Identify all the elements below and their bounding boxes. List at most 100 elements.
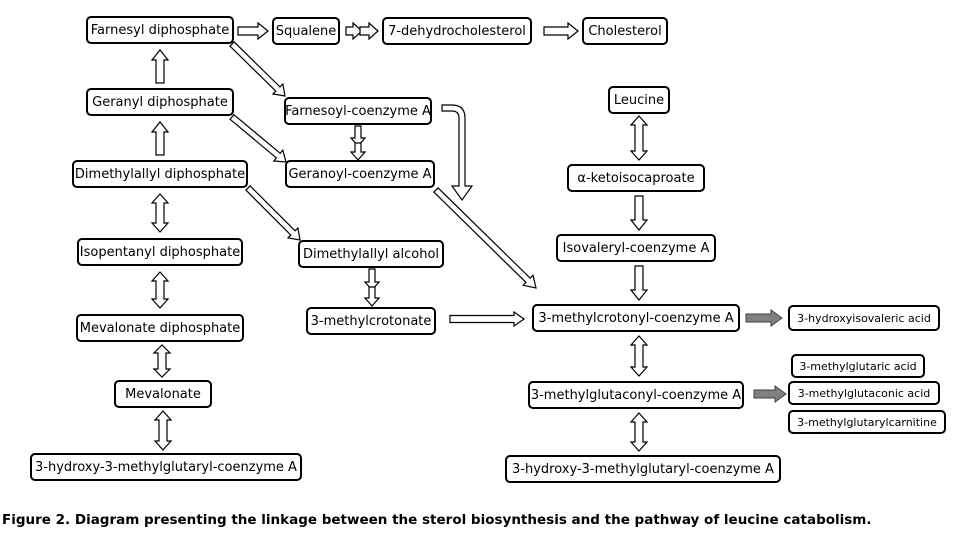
node-methylglutaric-acid: 3-methylglutaric acid bbox=[791, 354, 925, 378]
node-leucine: Leucine bbox=[608, 86, 670, 114]
arrow-to-methylcrotonyl-diagonal bbox=[433, 187, 537, 289]
node-label: Cholesterol bbox=[588, 24, 661, 39]
node-label: Farnesoyl-coenzyme A bbox=[285, 104, 431, 119]
arrow-dmapp-ipp bbox=[150, 193, 170, 233]
node-label: 3-methylglutarylcarnitine bbox=[797, 416, 937, 429]
node-geranoyl-coa: Geranoyl-coenzyme A bbox=[285, 160, 435, 188]
node-label: 3-methylcrotonate bbox=[311, 314, 432, 329]
node-farnesyl-diphosphate: Farnesyl diphosphate bbox=[86, 16, 234, 44]
arrow-crotonate-to-methylcrotonyl bbox=[449, 310, 526, 328]
node-box bbox=[306, 307, 436, 335]
node-box bbox=[608, 86, 670, 114]
node-label: 3-methylglutaconyl-coenzyme A bbox=[531, 388, 741, 403]
node-box bbox=[86, 16, 234, 44]
node-box bbox=[77, 238, 243, 266]
node-isopentanyl-diphosphate: Isopentanyl diphosphate bbox=[77, 238, 243, 266]
arrow-alcohol-to-crotonate-b bbox=[363, 286, 381, 307]
node-dimethylallyl-diphosphate: Dimethylallyl diphosphate bbox=[72, 160, 248, 188]
node-box bbox=[582, 17, 668, 45]
node-label: α-ketoisocaproate bbox=[577, 171, 694, 186]
arrow-gpp-to-geranoyl bbox=[229, 113, 287, 163]
node-label: Farnesyl diphosphate bbox=[91, 23, 229, 38]
arrow-to-methylglutaconic bbox=[753, 385, 787, 403]
node-dimethylallyl-alcohol: Dimethylallyl alcohol bbox=[298, 240, 444, 268]
node-squalene: Squalene bbox=[272, 17, 340, 45]
arrow-fpp-to-squalene bbox=[237, 21, 269, 41]
node-box bbox=[382, 17, 532, 45]
node-box bbox=[532, 304, 740, 332]
node-label: Leucine bbox=[614, 93, 664, 108]
node-box bbox=[791, 354, 925, 378]
node-box bbox=[528, 381, 744, 409]
node-label: 3-methylglutaric acid bbox=[799, 360, 916, 373]
arrow-fpp-to-farnesoyl bbox=[229, 41, 286, 97]
node-hydroxyisovaleric-acid: 3-hydroxyisovaleric acid bbox=[788, 305, 940, 331]
node-label: 3-methylglutaconic acid bbox=[798, 387, 931, 400]
arrow-farnesoyl-to-geranoyl-b bbox=[349, 142, 367, 161]
arrow-dmapp-to-alcohol bbox=[245, 185, 301, 241]
figure-caption: Figure 2. Diagram presenting the linkage… bbox=[2, 512, 872, 528]
arrow-farnesoyl-to-geranoyl-a bbox=[349, 125, 367, 147]
node-box bbox=[284, 97, 432, 125]
arrow-methylglutaconyl-hmg bbox=[629, 412, 649, 452]
arrow-farnesoyl-curve-down bbox=[441, 104, 474, 202]
arrow-dhc-to-cholesterol bbox=[543, 21, 579, 41]
node-label: 3-hydroxy-3-methylglutaryl-coenzyme A bbox=[512, 462, 774, 477]
arrow-leucine-kic bbox=[629, 115, 649, 161]
node-label: Geranoyl-coenzyme A bbox=[288, 167, 431, 182]
node-label: Squalene bbox=[276, 24, 337, 39]
arrow-squalene-to-dhc-b bbox=[359, 21, 379, 41]
node-dehydrocholesterol: 7-dehydrocholesterol bbox=[382, 17, 532, 45]
node-methylcrotonyl-coa: 3-methylcrotonyl-coenzyme A bbox=[532, 304, 740, 332]
node-methylglutarylcarnitine: 3-methylglutarylcarnitine bbox=[788, 410, 946, 434]
node-box bbox=[788, 381, 940, 405]
node-isovaleryl-coa: Isovaleryl-coenzyme A bbox=[556, 234, 716, 262]
node-label: 7-dehydrocholesterol bbox=[388, 24, 526, 39]
node-methylglutaconic-acid: 3-methylglutaconic acid bbox=[788, 381, 940, 405]
node-box bbox=[556, 234, 716, 262]
node-box bbox=[505, 455, 781, 483]
arrow-squalene-to-dhc-a bbox=[345, 21, 363, 41]
node-box bbox=[72, 160, 248, 188]
arrow-to-hydroxyisovaleric bbox=[745, 309, 783, 327]
arrow-alcohol-to-crotonate-a bbox=[363, 268, 381, 291]
node-label: Isopentanyl diphosphate bbox=[80, 245, 240, 260]
arrow-ipp-mvpp bbox=[150, 271, 170, 309]
node-box bbox=[272, 17, 340, 45]
node-label: 3-methylcrotonyl-coenzyme A bbox=[538, 311, 733, 326]
node-box bbox=[567, 164, 705, 192]
arrow-gpp-to-fpp bbox=[150, 49, 170, 84]
node-label: 3-hydroxy-3-methylglutaryl-coenzyme A bbox=[35, 460, 297, 475]
node-cholesterol: Cholesterol bbox=[582, 17, 668, 45]
node-methylcrotonate: 3-methylcrotonate bbox=[306, 307, 436, 335]
node-ketoisocaproate: α-ketoisocaproate bbox=[567, 164, 705, 192]
node-box bbox=[788, 305, 940, 331]
node-hmg-coa-right: 3-hydroxy-3-methylglutaryl-coenzyme A bbox=[505, 455, 781, 483]
node-box bbox=[76, 314, 244, 342]
node-methylglutaconyl-coa: 3-methylglutaconyl-coenzyme A bbox=[528, 381, 744, 409]
node-geranyl-diphosphate: Geranyl diphosphate bbox=[86, 88, 234, 116]
node-box bbox=[114, 380, 212, 408]
node-label: Dimethylallyl diphosphate bbox=[75, 167, 245, 182]
node-label: Dimethylallyl alcohol bbox=[303, 247, 439, 262]
node-hmg-coa-left: 3-hydroxy-3-methylglutaryl-coenzyme A bbox=[30, 453, 302, 481]
arrow-mvpp-mev bbox=[152, 344, 172, 378]
node-box bbox=[30, 453, 302, 481]
node-box bbox=[285, 160, 435, 188]
arrow-mev-hmg bbox=[153, 410, 173, 451]
arrow-isovaleryl-to-methylcrotonyl bbox=[629, 265, 649, 301]
node-label: Geranyl diphosphate bbox=[92, 95, 228, 110]
node-mevalonate: Mevalonate bbox=[114, 380, 212, 408]
node-label: 3-hydroxyisovaleric acid bbox=[797, 312, 931, 325]
node-label: Mevalonate bbox=[125, 387, 201, 402]
node-box bbox=[298, 240, 444, 268]
node-label: Isovaleryl-coenzyme A bbox=[563, 241, 710, 256]
node-box bbox=[86, 88, 234, 116]
arrow-dmapp-to-gpp bbox=[150, 121, 170, 156]
arrow-methylcrotonyl-methylglutaconyl bbox=[629, 335, 649, 377]
node-box bbox=[788, 410, 946, 434]
node-farnesoyl-coa: Farnesoyl-coenzyme A bbox=[284, 97, 432, 125]
node-label: Mevalonate diphosphate bbox=[80, 321, 241, 336]
node-mevalonate-diphosphate: Mevalonate diphosphate bbox=[76, 314, 244, 342]
pathway-diagram: Farnesyl diphosphate Squalene 7-dehydrocho… bbox=[30, 16, 946, 483]
